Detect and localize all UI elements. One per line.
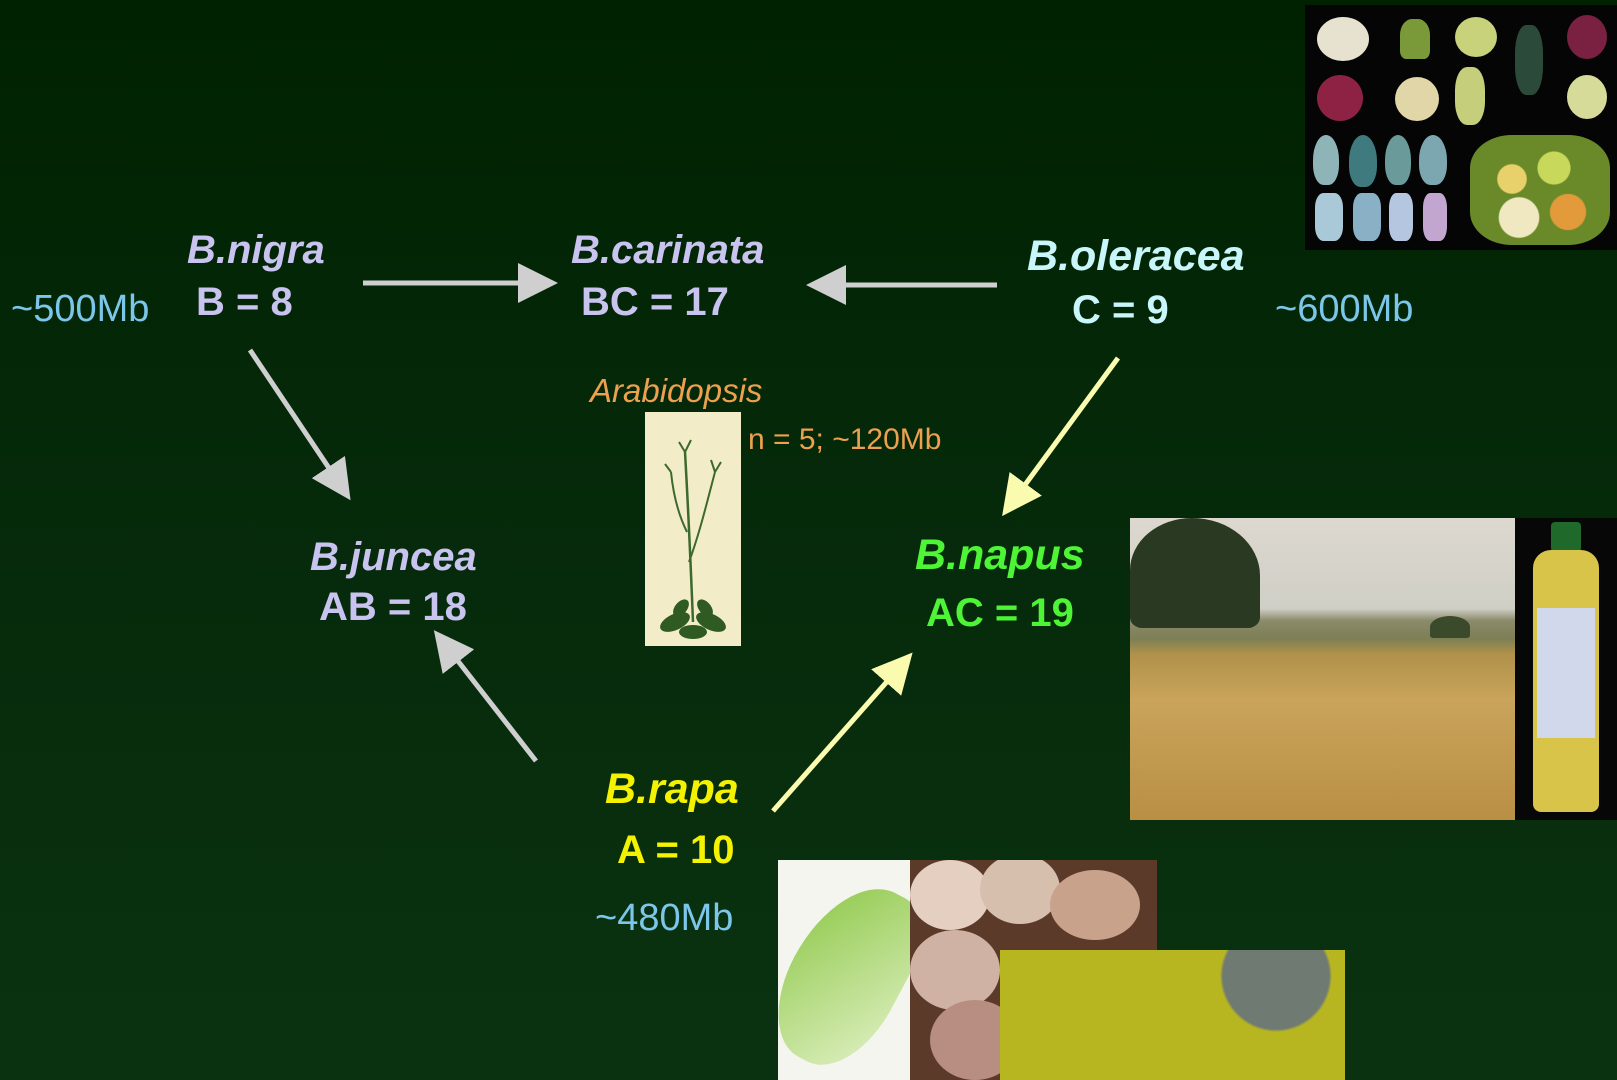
juncea-chromosomes: AB = 18 (319, 585, 467, 629)
rapa-genome-size: ~480Mb (595, 897, 734, 939)
oleracea-chromosomes: C = 9 (1072, 288, 1169, 332)
napus-chromosomes: AC = 19 (926, 591, 1074, 635)
arabidopsis-name: Arabidopsis (590, 372, 763, 409)
oleracea-vegetables-collage-image (1305, 5, 1617, 250)
arrow-rapa-to-juncea (433, 630, 538, 763)
vegetable-oil-bottle-image (1515, 518, 1617, 820)
napus-name: B.napus (915, 531, 1085, 579)
arrow-oleracea-to-napus (1002, 356, 1121, 517)
napus-rapeseed-field-image (1130, 518, 1515, 820)
arabidopsis-info: n = 5; ~120Mb (748, 423, 942, 456)
rapa-name: B.rapa (605, 765, 739, 813)
arrow-nigra-to-juncea (247, 348, 351, 501)
arabidopsis-drawing-image (645, 412, 741, 646)
nigra-genome-size: ~500Mb (11, 288, 150, 330)
juncea-name: B.juncea (310, 535, 477, 579)
oleracea-genome-size: ~600Mb (1275, 288, 1414, 330)
carinata-chromosomes: BC = 17 (581, 280, 729, 324)
carinata-name: B.carinata (571, 228, 765, 272)
nigra-chromosomes: B = 8 (196, 280, 293, 324)
chinese-cabbage-image (778, 860, 910, 1080)
rapa-chromosomes: A = 10 (617, 828, 735, 872)
oleracea-name: B.oleracea (1027, 232, 1245, 280)
rapa-yellow-flower-field-image (1000, 950, 1345, 1080)
nigra-name: B.nigra (187, 228, 325, 272)
arrow-rapa-to-napus (771, 652, 913, 813)
